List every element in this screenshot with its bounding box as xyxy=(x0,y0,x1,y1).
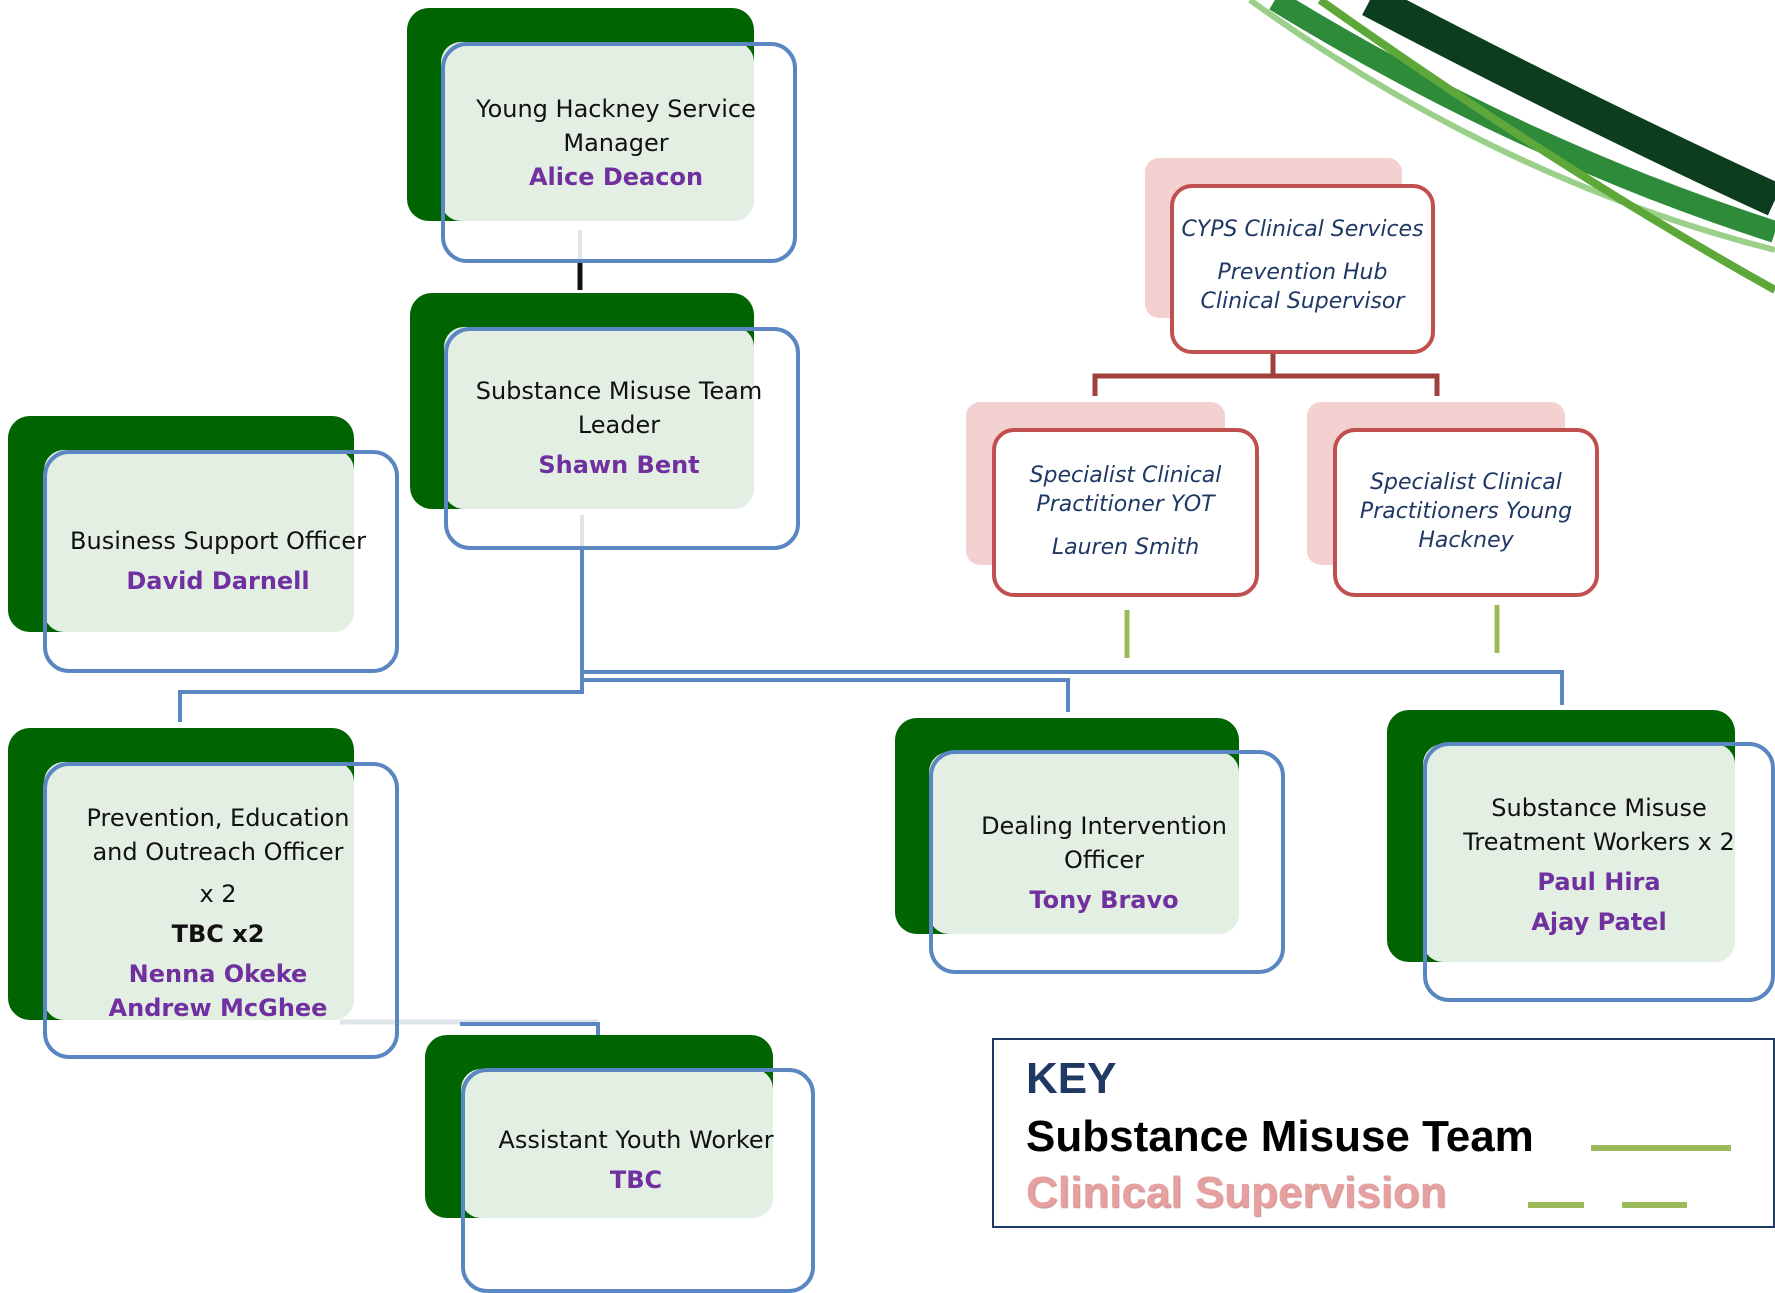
card-clinical-supervisor: CYPS Clinical Services Prevention Hub Cl… xyxy=(1145,158,1435,354)
role-title: Prevention, Education xyxy=(86,804,350,832)
role-title-line2: Manager xyxy=(563,129,669,157)
legend-team-label: Substance Misuse Team xyxy=(1026,1112,1534,1161)
role-title-line2: Leader xyxy=(577,411,661,439)
card-business-support: Business Support Officer David Darnell xyxy=(8,416,400,674)
card-dealing-officer: Dealing Intervention Officer Tony Bravo xyxy=(895,718,1285,974)
clinical-person-name: Lauren Smith xyxy=(1051,534,1200,560)
clinical-role: Specialist Clinical xyxy=(1029,462,1222,488)
position-count: x 2 xyxy=(199,880,237,908)
card-clinical-yot: Specialist Clinical Practitioner YOT Lau… xyxy=(966,402,1260,597)
role-title-line2: Treatment Workers x 2 xyxy=(1463,828,1735,856)
clinical-service-title: CYPS Clinical Services xyxy=(1181,216,1424,242)
legend-clinical-label: Clinical Supervision xyxy=(1026,1168,1447,1217)
role-title: Assistant Youth Worker xyxy=(498,1126,774,1154)
tbc-label: TBC x2 xyxy=(171,920,265,948)
person-name: Alice Deacon xyxy=(528,163,704,191)
card-prevention-officer: Prevention, Education and Outreach Offic… xyxy=(8,728,400,1060)
clinical-role-line3: Hackney xyxy=(1418,527,1514,553)
person-name: David Darnell xyxy=(126,567,310,595)
person-name-1: Nenna Okeke xyxy=(128,960,308,988)
legend-key: KEY Substance Misuse Team Clinical Super… xyxy=(992,1038,1775,1228)
person-name: TBC xyxy=(609,1166,663,1194)
role-title: Substance Misuse Team xyxy=(475,377,763,405)
legend-title: KEY xyxy=(1026,1054,1117,1103)
role-title: Young Hackney Service xyxy=(476,95,756,123)
role-title: Business Support Officer xyxy=(70,527,366,555)
clinical-role-line2: Practitioners Young xyxy=(1359,498,1573,524)
card-team-leader: Substance Misuse Team Leader Shawn Bent xyxy=(410,293,800,553)
person-name-1: Paul Hira xyxy=(1537,868,1661,896)
role-title-line2: and Outreach Officer xyxy=(92,838,344,866)
card-clinical-young-hackney: Specialist Clinical Practitioners Young … xyxy=(1307,402,1599,597)
card-service-manager: Young Hackney Service Manager Alice Deac… xyxy=(407,8,797,263)
clinical-role: Specialist Clinical xyxy=(1370,469,1562,495)
legend-swatches xyxy=(1528,1145,1731,1208)
role-title-line2: Officer xyxy=(1064,846,1144,874)
clinical-role: Clinical Supervisor xyxy=(1200,288,1405,314)
person-name: Shawn Bent xyxy=(538,451,700,479)
person-name: Tony Bravo xyxy=(1029,886,1179,914)
clinical-hub-name: Prevention Hub xyxy=(1217,259,1388,285)
person-name-2: Ajay Patel xyxy=(1531,908,1667,936)
decorative-swoosh xyxy=(1248,0,1775,294)
role-title: Dealing Intervention xyxy=(981,812,1227,840)
role-title: Substance Misuse xyxy=(1491,794,1707,822)
clinical-role-line2: Practitioner YOT xyxy=(1036,491,1215,517)
card-treatment-workers: Substance Misuse Treatment Workers x 2 P… xyxy=(1387,710,1775,1004)
person-name-2: Andrew McGhee xyxy=(108,994,328,1022)
card-assistant-youth-worker: Assistant Youth Worker TBC xyxy=(425,1035,815,1293)
